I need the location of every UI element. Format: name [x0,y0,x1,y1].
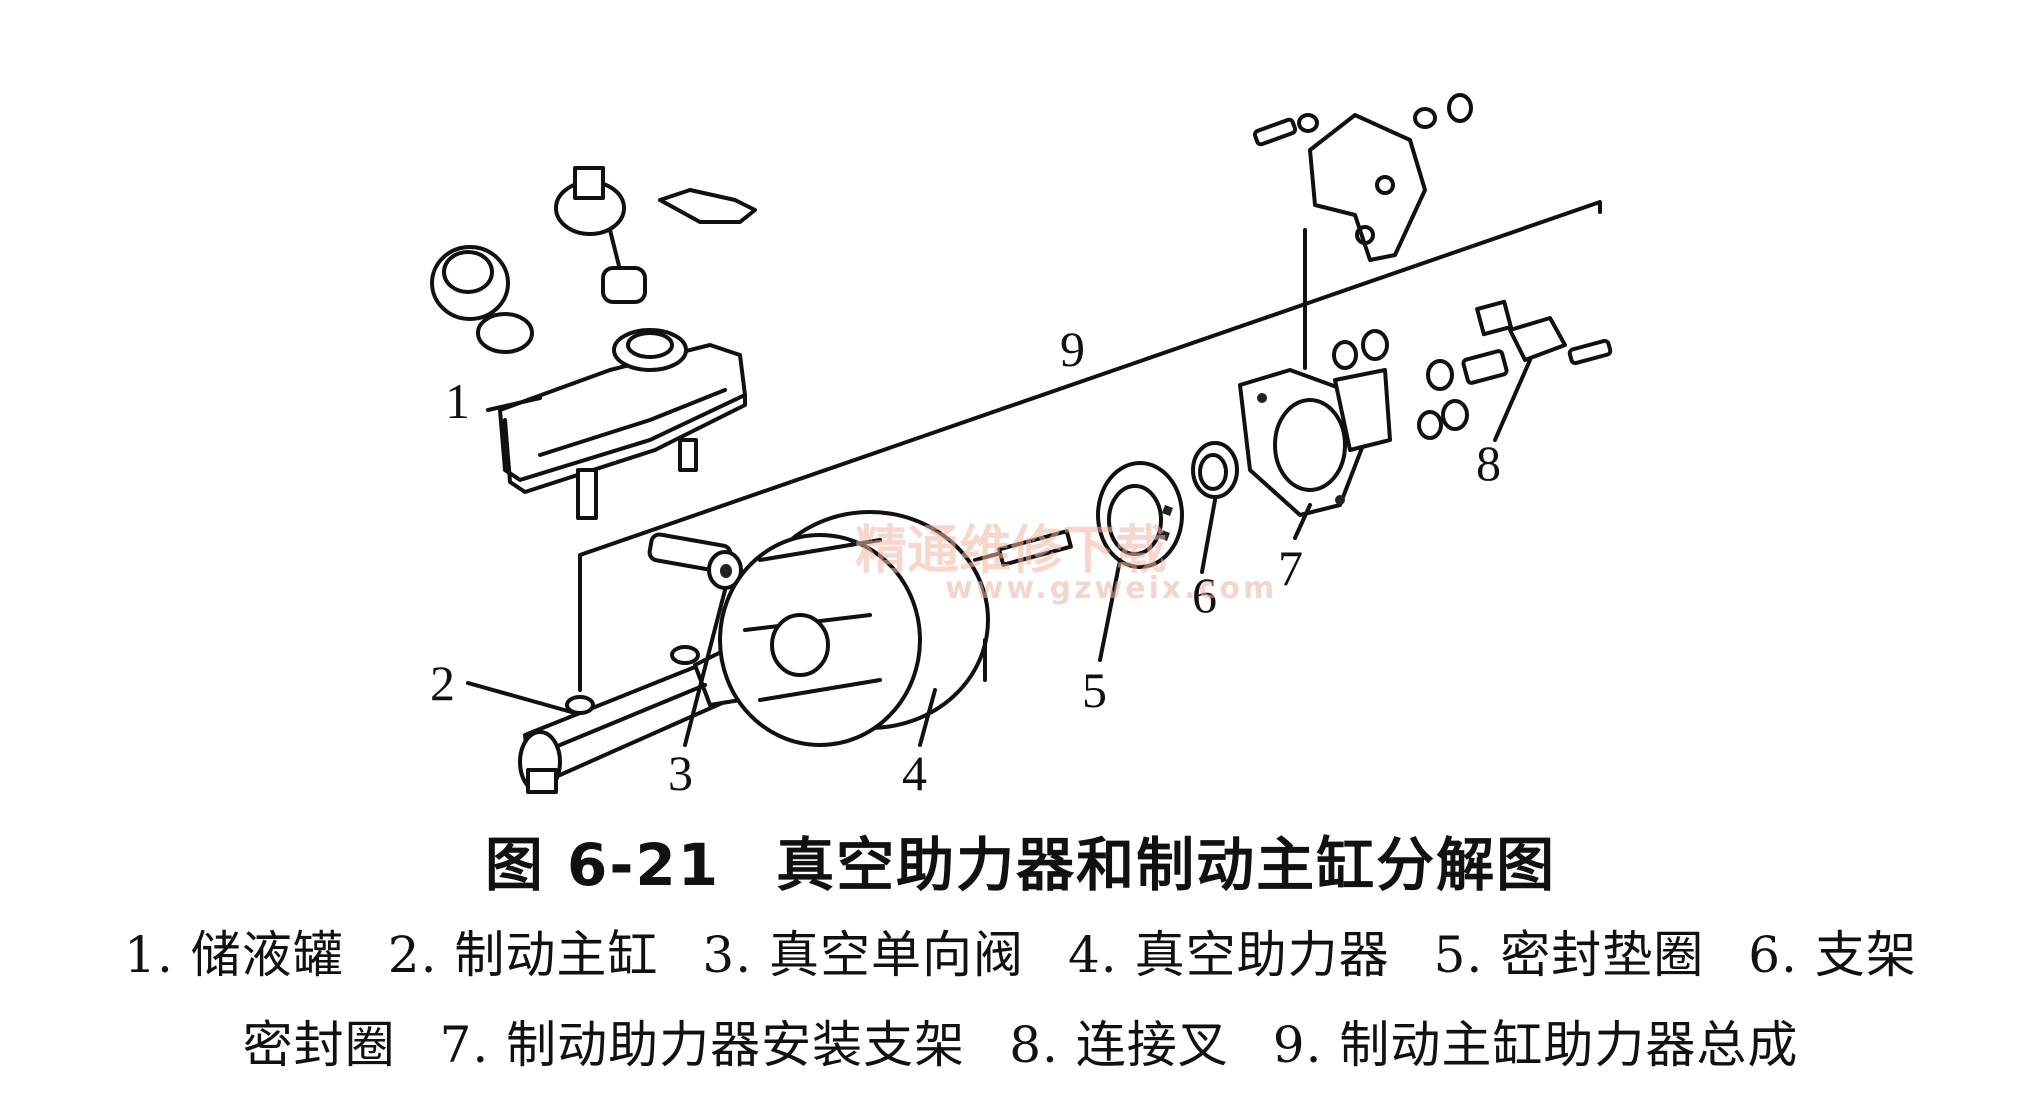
legend-item: 8. 连接叉 [1009,1016,1229,1074]
legend-item: 4. 真空助力器 [1068,926,1390,984]
callout-1: 1 [445,373,470,429]
legend-item: 密封圈 [242,1016,396,1074]
vacuum-booster-part-4 [718,510,1073,747]
watermark-text: 精通维修下载 [855,521,1167,581]
callout-5: 5 [1082,662,1107,718]
legend-item: 2. 制动主缸 [387,926,659,984]
callout-2: 2 [430,655,455,711]
legend-item: 6. 支架 [1748,926,1917,984]
legend-item: 9. 制动主缸助力器总成 [1272,1016,1799,1074]
legend-item: 5. 密封垫圈 [1433,926,1705,984]
callout-6: 6 [1192,567,1217,623]
callout-numbers: 1 2 3 4 5 6 7 8 9 [430,321,1501,801]
legend-line-2: 密封圈 7. 制动助力器安装支架 8. 连接叉 9. 制动主缸助力器总成 [0,1005,2041,1077]
callout-3: 3 [668,745,693,801]
reservoir-part-1 [430,166,757,520]
callout-8: 8 [1476,435,1501,491]
figure-title: 真空助力器和制动主缸分解图 [776,831,1557,899]
callout-4: 4 [902,745,927,801]
legend-item: 3. 真空单向阀 [702,926,1024,984]
seal-gasket-part-5 [1096,461,1184,569]
callout-9: 9 [1060,321,1085,377]
watermark: 精通维修下载 www.gzweix.com [855,521,1277,606]
master-cylinder-part-2 [518,645,747,794]
leader-lines [466,358,1532,747]
callout-7: 7 [1278,540,1303,596]
legend-item: 7. 制动助力器安装支架 [439,1016,966,1074]
figure-number: 图 6-21 [484,831,721,899]
booster-mounting-bracket-part-7 [1238,93,1473,517]
figure-caption: 图 6-21 真空助力器和制动主缸分解图 [0,818,2041,902]
bracket-seal-ring-part-6 [1191,441,1239,499]
legend-item: 1. 储液罐 [124,926,344,984]
legend-line-1: 1. 储液罐 2. 制动主缸 3. 真空单向阀 4. 真空助力器 5. 密封垫圈 6. 支… [0,915,2041,987]
check-valve-part-3 [647,532,743,590]
assembly-bracket-9 [578,200,1602,692]
clevis-part-8 [1426,299,1613,391]
watermark-url: www.gzweix.com [945,571,1277,606]
